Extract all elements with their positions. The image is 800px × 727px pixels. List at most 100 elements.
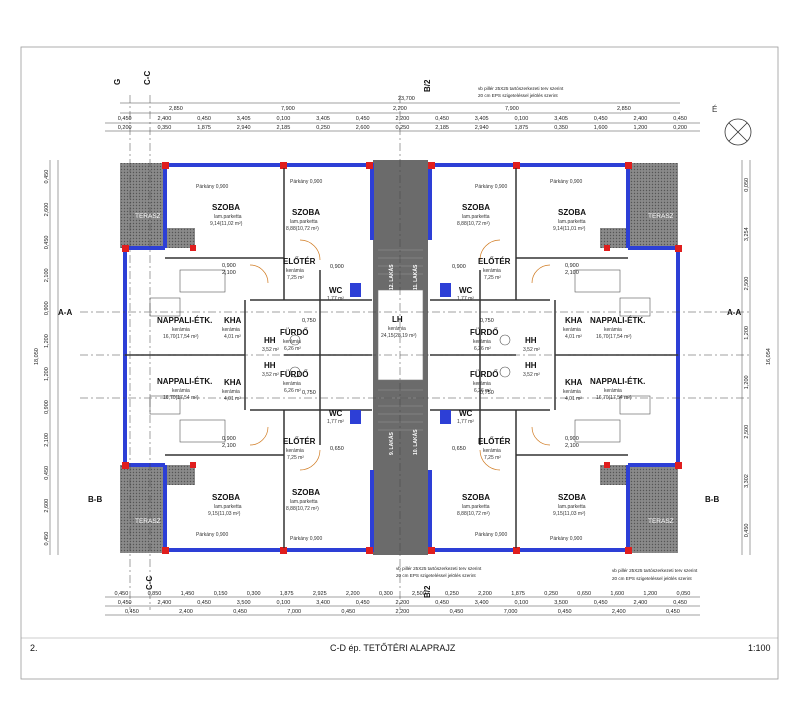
flat-11: 11. LAKÁS [412,264,419,290]
dim-value: 0,250 [544,591,558,597]
door-dim-3: 0,900 [565,263,579,269]
svg-text:6,26 m²: 6,26 m² [284,346,301,352]
room-nappali-4: NAPPALI-ÉTK. kerámia 16,70(17,54 m²) [590,377,645,401]
axis-cc-bottom-label: C-C [145,576,154,590]
drawing-scale: 1:100 [748,643,771,653]
dim-value: 2,400 [612,609,626,615]
room-eloter-4: ELŐTÉR kerámia 7,25 m² [478,437,511,461]
svg-text:lam.parketta: lam.parketta [558,219,586,225]
dim-value: 0,100 [277,116,291,122]
dim-value: 2,940 [475,125,489,131]
svg-text:kerámia: kerámia [473,381,491,387]
dim-value: 0,900 [44,301,50,315]
dim-value: 0,450 [233,609,247,615]
svg-text:WC: WC [329,409,343,418]
dim-value: 1,875 [280,591,294,597]
svg-text:kerámia: kerámia [483,268,501,274]
dim-value: 3,400 [475,600,489,606]
svg-text:SZOBA: SZOBA [558,208,586,217]
svg-text:16,70(17,54 m²): 16,70(17,54 m²) [596,334,632,340]
door-dim-6: 2,100 [222,443,236,449]
door-dim-9: 0,900 [330,264,344,270]
dim-value: 0,450 [118,600,132,606]
dim-value: 3,500 [554,600,568,606]
dim-value: 3,405 [316,116,330,122]
svg-text:8,88(10,72 m²): 8,88(10,72 m²) [457,221,490,227]
svg-text:kerámia: kerámia [483,448,501,454]
dim-value: 0,150 [214,591,228,597]
axis-b2-bottom-label: B/2 [423,585,432,598]
svg-text:lam.parketta: lam.parketta [214,214,242,220]
dim-value: 0,450 [44,532,50,546]
section-bb-left: B-B [88,495,102,504]
dim-value: 0,450 [197,600,211,606]
door-dim-13: 0,750 [302,390,316,396]
svg-text:NAPPALI-ÉTK.: NAPPALI-ÉTK. [590,316,645,325]
door-dim-11: 0,750 [302,318,316,324]
room-nappali-1: NAPPALI-ÉTK. kerámia 16,70(17,54 m²) [157,316,212,340]
svg-text:SZOBA: SZOBA [292,488,320,497]
svg-text:7,25 m²: 7,25 m² [484,455,501,461]
dim-value: 0,450 [594,116,608,122]
dim-value: 0,450 [44,466,50,480]
svg-text:NAPPALI-ÉTK.: NAPPALI-ÉTK. [590,377,645,386]
dim-value: 0,100 [515,600,529,606]
dim-value: 2,850 [617,106,631,112]
svg-text:1,77 m²: 1,77 m² [327,419,344,425]
dim-value: 0,200 [118,125,132,131]
room-kha-3: KHA kerámia 4,01 m² [222,378,242,402]
dim-value: 2,500 [744,425,750,439]
dim-value: 0,250 [445,591,459,597]
svg-text:3,52 m²: 3,52 m² [523,372,540,378]
svg-text:TERASZ: TERASZ [648,518,674,525]
dim-value: 1,200 [744,326,750,340]
dim-value: 7,000 [287,609,301,615]
dim-value: 2,200 [396,609,410,615]
room-szoba-6: SZOBA lam.parketta 8,88(10,72 m²) [286,488,320,512]
svg-text:9,14(11,02 m²): 9,14(11,02 m²) [210,221,243,227]
room-wc-2: WC 1,77 m² [457,286,474,302]
dim-value: 2,400 [634,600,648,606]
axis-lines [80,95,750,610]
dim-value: 2,940 [237,125,251,131]
dim-value: 0,450 [673,116,687,122]
svg-text:6,26 m²: 6,26 m² [474,388,491,394]
room-wc-1: WC 1,77 m² [327,286,344,302]
parkany-7: Párkány 0,900 [475,532,507,538]
note-bottom-left-line2: 20 cm EPS szigeteléssel jelölés szerint [396,573,476,578]
outer-walls [123,163,680,552]
dim-value: 0,450 [44,170,50,184]
room-terasz-2: TERASZ [648,213,674,220]
dim-value: 2,100 [44,433,50,447]
dim-value: 2,600 [44,203,50,217]
svg-text:9,15(11,03 m²): 9,15(11,03 m²) [208,511,241,517]
dim-value: 1,600 [610,591,624,597]
svg-text:ELŐTÉR: ELŐTÉR [283,257,316,266]
svg-text:NAPPALI-ÉTK.: NAPPALI-ÉTK. [157,316,212,325]
svg-text:9,15(11,03 m²): 9,15(11,03 m²) [553,511,586,517]
dim-value: 2,185 [277,125,291,131]
dim-value: 2,200 [396,600,410,606]
svg-text:LH: LH [392,315,403,324]
svg-text:6,26 m²: 6,26 m² [474,346,491,352]
dim-value: 2,600 [44,499,50,513]
svg-text:4,01 m²: 4,01 m² [565,334,582,340]
room-hh-2: HH 3,52 m² [523,336,540,353]
door-dim-4: 2,100 [565,270,579,276]
dim-overall: 23,700 [398,96,415,102]
dim-value: 2,850 [169,106,183,112]
landing [377,289,424,381]
room-furdo-1: FÜRDŐ kerámia 6,26 m² [280,328,308,352]
dim-value: 0,450 [594,600,608,606]
drawing-title: C-D ép. TETŐTÉRI ALAPRAJZ [330,643,456,653]
room-szoba-2: SZOBA lam.parketta 8,88(10,72 m²) [286,208,320,232]
svg-text:KHA: KHA [565,378,583,387]
dim-value: 0,450 [450,609,464,615]
section-bb-right: B-B [705,495,719,504]
parkany-4: Párkány 0,900 [550,179,582,185]
dim-value: 2,500 [744,277,750,291]
room-nappali-2: NAPPALI-ÉTK. kerámia 16,70(17,54 m²) [590,316,645,340]
room-furdo-4: FÜRDŐ kerámia 6,26 m² [470,370,498,394]
dim-value: 3,254 [744,227,750,241]
